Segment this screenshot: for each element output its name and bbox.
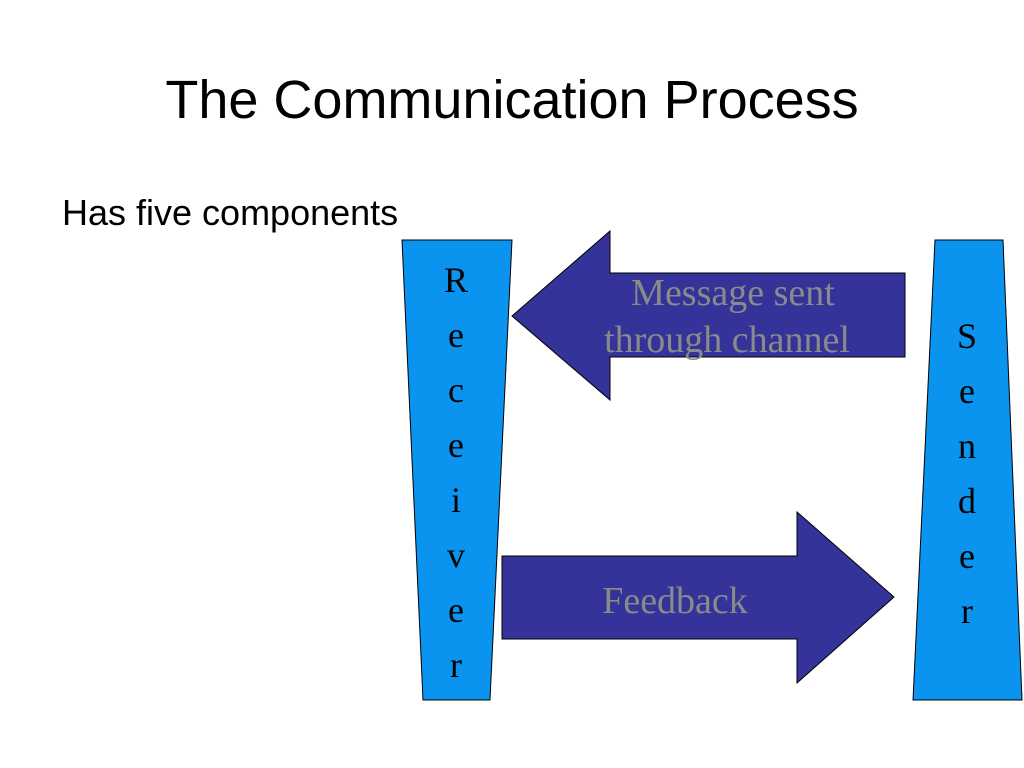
- slide-subtitle: Has five components: [62, 192, 399, 233]
- sender-label: SenderSender: [957, 316, 977, 631]
- receiver-letter: c: [448, 370, 464, 410]
- sender-letter: d: [958, 481, 976, 521]
- sender-letter: r: [961, 591, 973, 631]
- receiver-letter: v: [447, 535, 465, 575]
- message-label-line1: Message sent: [631, 272, 835, 314]
- slide-title: The Communication Process: [165, 70, 859, 130]
- sender-letter: S: [957, 316, 977, 356]
- receiver-letter: R: [444, 260, 468, 300]
- receiver-bar: [401, 239, 513, 701]
- message-arrow: [511, 229, 906, 402]
- feedback-label: Feedback: [602, 580, 748, 622]
- message-label-line2: through channel: [604, 319, 850, 361]
- sender-letter: e: [959, 536, 975, 576]
- sender-letter: n: [958, 426, 976, 466]
- receiver-letter: e: [448, 315, 464, 355]
- receiver-letter: i: [451, 480, 461, 520]
- receiver-letter: e: [448, 590, 464, 630]
- sender-bar: [912, 239, 1023, 701]
- sender-letter: e: [959, 371, 975, 411]
- feedback-arrow: [501, 510, 895, 685]
- receiver-label: ReceiverReceiver: [444, 260, 468, 685]
- receiver-letter: e: [448, 425, 464, 465]
- receiver-letter: r: [450, 645, 462, 685]
